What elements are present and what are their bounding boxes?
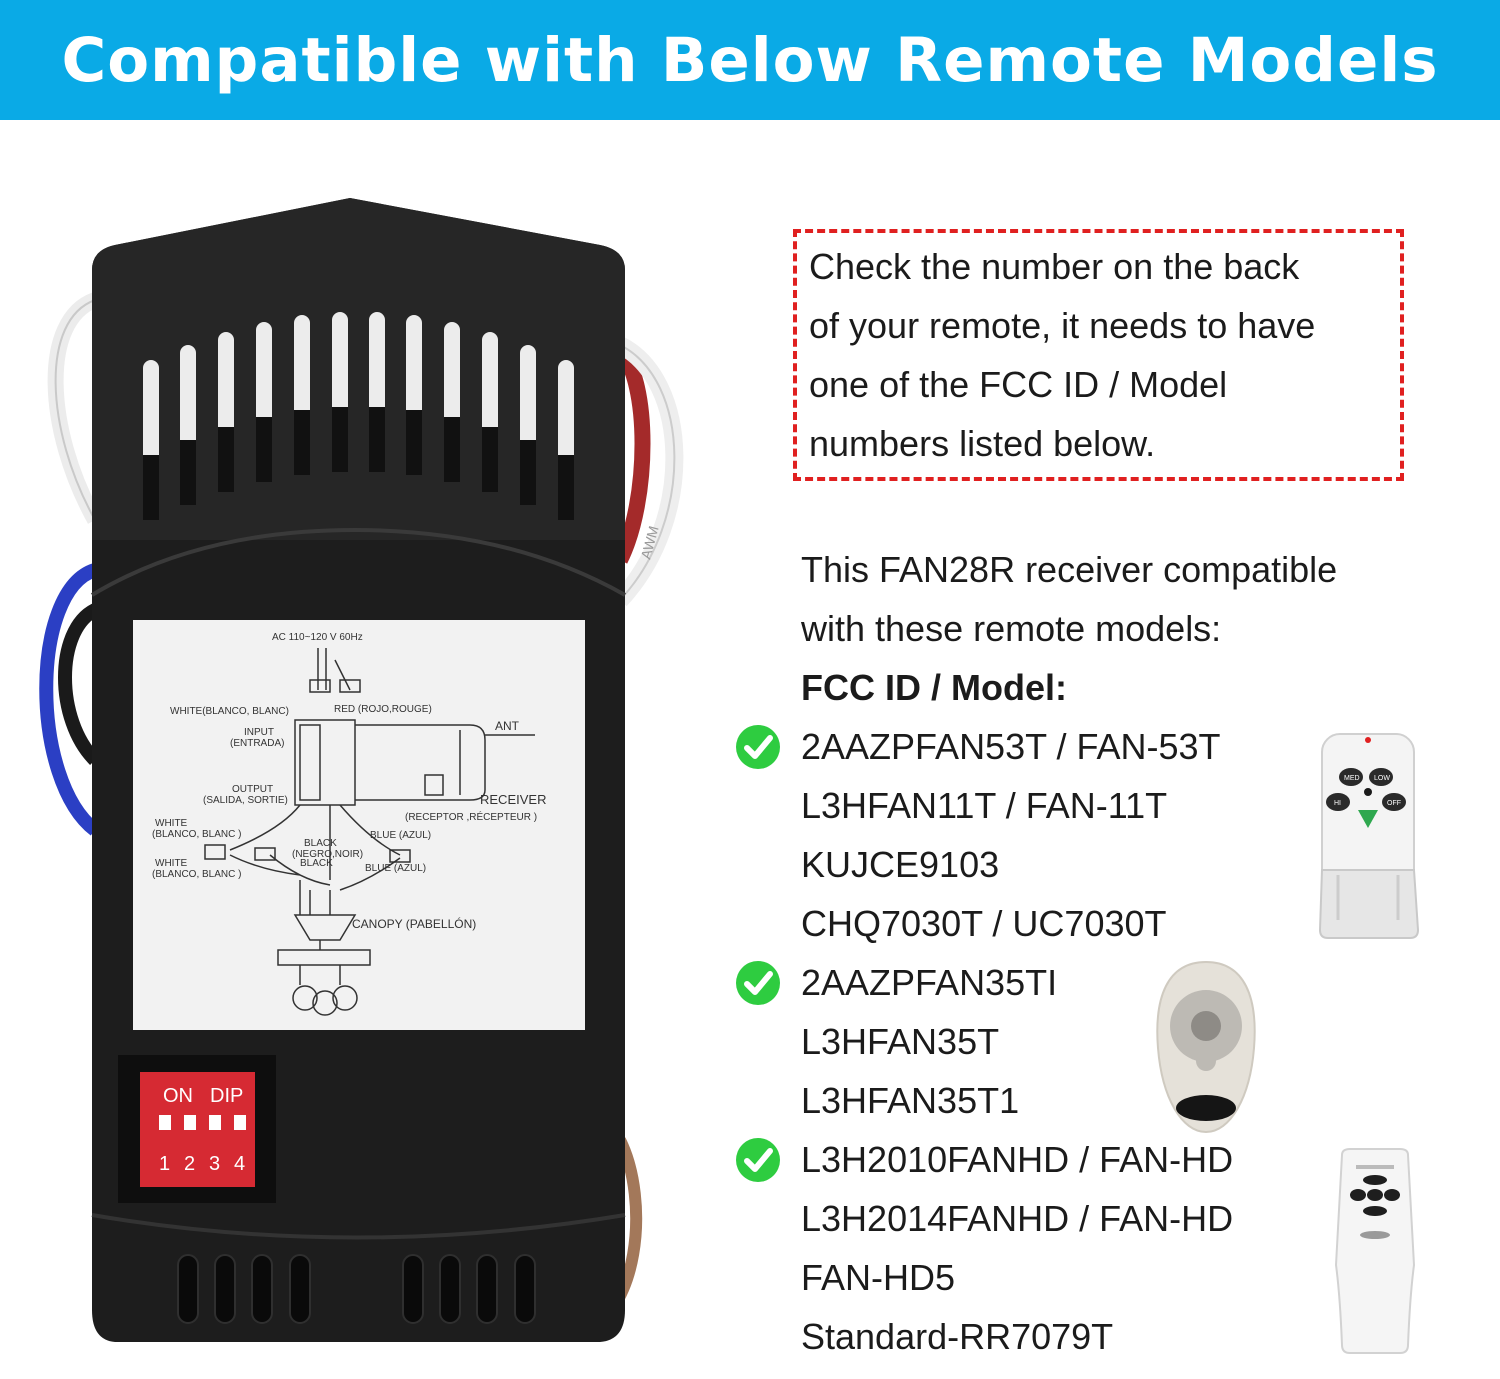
- label-white-mid: WHITE: [155, 818, 188, 829]
- check-circle-icon: [736, 1138, 780, 1182]
- remote-button-med: MED: [1344, 775, 1360, 782]
- label-white-mid-es: (BLANCO, BLANC ): [152, 829, 241, 840]
- dip-number-2: 2: [184, 1153, 195, 1175]
- label-blue1: BLUE (AZUL): [370, 830, 431, 841]
- note-line-3: one of the FCC ID / Model: [809, 364, 1228, 405]
- label-blue2: BLUE (AZUL): [365, 863, 426, 874]
- model-item: Standard-RR7079T: [801, 1316, 1114, 1357]
- intro-line-2: with these remote models:: [801, 608, 1222, 649]
- dip-label: DIP: [210, 1085, 243, 1107]
- model-item: FAN-HD5: [801, 1257, 956, 1298]
- wiring-diagram: [204, 648, 535, 1016]
- model-item: L3HFAN11T / FAN-11T: [801, 785, 1168, 826]
- receiver-illustration: AWM AC 110~120 V 60Hz WHITE(BLANCO,: [39, 198, 684, 1342]
- label-input-es: (ENTRADA): [230, 738, 284, 749]
- banner: Compatible with Below Remote Models: [0, 0, 1500, 120]
- bottom-vents: [177, 1254, 536, 1324]
- intro-line-1: This FAN28R receiver compatible: [801, 549, 1338, 590]
- label-input: INPUT: [244, 727, 274, 738]
- dip-on-label: ON: [163, 1085, 193, 1107]
- blue-wire: [39, 563, 100, 836]
- note-line-1: Check the number on the back: [809, 246, 1300, 287]
- label-white-low-es: (BLANCO, BLANC ): [152, 869, 241, 880]
- label-ant: ANT: [495, 719, 520, 733]
- model-item: 2AAZPFAN35TI: [801, 962, 1058, 1003]
- dip-number-1: 1: [159, 1153, 170, 1175]
- label-canopy: CANOPY (PABELLÓN): [352, 916, 476, 931]
- model-item: L3H2014FANHD / FAN-HD: [801, 1198, 1234, 1239]
- check-circle-icon: [736, 725, 780, 769]
- label-black: BLACK: [304, 838, 337, 849]
- model-item: KUJCE9103: [801, 844, 1000, 885]
- label-output-es: (SALIDA, SORTIE): [203, 795, 288, 806]
- model-heading: FCC ID / Model:: [801, 667, 1067, 708]
- label-voltage: AC 110~120 V 60Hz: [272, 632, 363, 643]
- label-receiver-es: (RECEPTOR ,RÉCEPTEUR ): [405, 810, 537, 823]
- model-item: L3H2010FANHD / FAN-HD: [801, 1139, 1234, 1180]
- white-wire-left: [47, 292, 102, 524]
- label-black-es: (NEGRO,NOIR): [292, 849, 363, 860]
- label-red: RED (ROJO,ROUGE): [334, 704, 432, 715]
- banner-title: Compatible with Below Remote Models: [61, 25, 1439, 96]
- label-receiver: RECEIVER: [480, 792, 546, 807]
- note-line-4: numbers listed below.: [809, 423, 1156, 464]
- top-vents: [143, 312, 574, 520]
- remote-button-low: LOW: [1374, 775, 1390, 782]
- model-item: 2AAZPFAN53T / FAN-53T: [801, 726, 1221, 767]
- note-box: [793, 229, 1404, 481]
- label-white-top: WHITE(BLANCO, BLANC): [170, 706, 289, 717]
- remote-button-hi: HI: [1334, 800, 1341, 807]
- black-wire: [58, 603, 101, 765]
- label-white-low: WHITE: [155, 858, 188, 869]
- check-circle-icon: [736, 961, 780, 1005]
- remote-fan53t-image: MED LOW HI OFF: [1318, 733, 1420, 939]
- remote-fanhd-image: [1334, 1148, 1416, 1354]
- label-output: OUTPUT: [232, 784, 273, 795]
- dip-number-4: 4: [234, 1153, 245, 1175]
- model-item: L3HFAN35T: [801, 1021, 1000, 1062]
- note-line-2: of your remote, it needs to have: [809, 305, 1316, 346]
- model-item: L3HFAN35T1: [801, 1080, 1020, 1121]
- remote-button-off: OFF: [1387, 800, 1401, 807]
- model-item: CHQ7030T / UC7030T: [801, 903, 1167, 944]
- dip-number-3: 3: [209, 1153, 220, 1175]
- red-wire: [612, 344, 651, 564]
- remote-fan35t-image: [1156, 960, 1256, 1134]
- label-black2: BLACK: [300, 858, 333, 869]
